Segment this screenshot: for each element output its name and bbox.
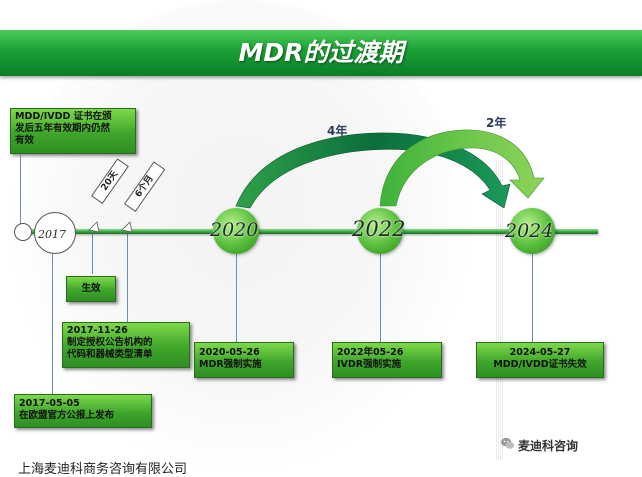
brand-name: 麦迪科咨询 — [518, 439, 579, 453]
timeline-start-marker — [14, 223, 32, 241]
timeline-axis — [26, 229, 598, 234]
year-label-2022: 2022 — [352, 217, 406, 241]
may-2020-box: 2020-05-26 MDR强制实施 — [194, 342, 294, 378]
may-2017-text: 在欧盟官方公报上发布 — [19, 410, 115, 421]
title-bar — [0, 30, 642, 76]
validity-note-line-2: 发后五年有效期内仍然 — [15, 123, 111, 134]
connector-nov-2017 — [127, 234, 128, 322]
connector-2024 — [532, 248, 533, 342]
page-title: MDR的过渡期 — [238, 38, 404, 67]
arrow-label-2-years: 2年 — [486, 116, 507, 130]
connector-2022 — [380, 248, 381, 342]
wechat-icon — [500, 437, 515, 449]
may-2024-text: MDD/IVDD证书失效 — [493, 359, 587, 370]
may-2020-text: MDR强制实施 — [199, 359, 262, 370]
may-2022-box: 2022年05-26 IVDR强制实施 — [332, 342, 442, 378]
node-2022 — [357, 208, 403, 254]
nov-2017-date: 2017-11-26 — [67, 325, 128, 336]
company-name: 上海麦迪科商务咨询有限公司 — [18, 462, 188, 477]
connector-2020 — [236, 248, 237, 342]
node-2024 — [509, 208, 555, 254]
effective-label: 生效 — [81, 283, 101, 294]
may-2024-date: 2024-05-27 — [509, 347, 571, 358]
year-label-2017: 2017 — [38, 228, 66, 241]
connector-validity — [20, 154, 21, 232]
may-2017-box: 2017-05-05 在欧盟官方公报上发布 — [14, 394, 152, 428]
validity-note-box: MDD/IVDD 证书在颁 发后五年有效期内仍然 有效 — [10, 108, 136, 154]
year-label-2024: 2024 — [505, 220, 554, 242]
may-2017-date: 2017-05-05 — [19, 398, 80, 409]
node-2020 — [213, 208, 259, 254]
arrow-2-years — [379, 129, 545, 207]
nov-2017-line-2: 代码和器械类型清单 — [67, 349, 153, 360]
effective-box: 生效 — [66, 276, 116, 302]
arrow-label-4-years: 4年 — [327, 124, 348, 138]
decor-stripes — [496, 160, 504, 460]
connector-2017 — [52, 248, 53, 394]
may-2022-text: IVDR强制实施 — [337, 359, 402, 370]
validity-note-line-3: 有效 — [15, 135, 35, 146]
may-2020-date: 2020-05-26 — [199, 347, 260, 358]
nov-2017-line-1: 制定授权公告机构的 — [67, 337, 153, 348]
connector-effective — [92, 234, 93, 274]
may-2024-box: 2024-05-27 MDD/IVDD证书失效 — [476, 342, 604, 378]
year-label-2020: 2020 — [210, 219, 259, 241]
nov-2017-box: 2017-11-26 制定授权公告机构的 代码和器械类型清单 — [62, 322, 190, 368]
may-2022-date: 2022年05-26 — [337, 347, 404, 358]
validity-note-line-1: MDD/IVDD 证书在颁 — [15, 111, 112, 122]
node-2017 — [34, 212, 76, 254]
